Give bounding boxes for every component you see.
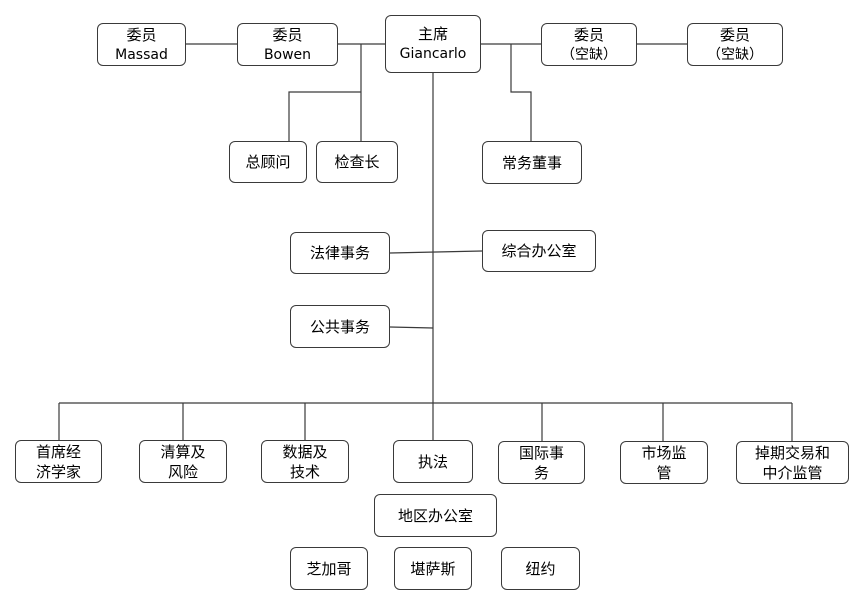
- inspector-general-label: 检查长: [334, 153, 380, 171]
- general-office-label: 综合办公室: [501, 242, 577, 260]
- commissioner-massad-name: Massad: [115, 46, 168, 63]
- division-label-line2: 管: [656, 463, 672, 482]
- division-box: 清算及 风险: [139, 440, 227, 483]
- regional-office-kansas-label: 堪萨斯: [410, 559, 456, 578]
- division-label-line2: 中介监管: [762, 463, 823, 482]
- division-label-line1: 数据及: [282, 442, 328, 461]
- public-affairs-box: 公共事务: [290, 305, 390, 348]
- commissioner-vacant-2-name: （空缺）: [707, 46, 763, 63]
- regional-office-box: 地区办公室: [374, 494, 497, 537]
- division-box: 市场监 管: [620, 441, 708, 484]
- regional-office-chicago-box: 芝加哥: [290, 547, 368, 590]
- chairman-name: Giancarlo: [399, 46, 467, 62]
- division-box: 执法: [393, 440, 473, 483]
- public-affairs-label: 公共事务: [309, 317, 370, 336]
- regional-office-newyork-label: 纽约: [525, 559, 556, 578]
- commissioner-vacant-2-title: 委员: [719, 25, 750, 44]
- regional-office-kansas-box: 堪萨斯: [394, 547, 472, 590]
- commissioner-bowen-box: 委员 Bowen: [237, 23, 338, 66]
- executive-director-label: 常务董事: [501, 153, 562, 172]
- division-label-line1: 市场监: [641, 443, 687, 462]
- commissioner-bowen-title: 委员: [272, 25, 303, 44]
- division-box: 国际事 务: [498, 441, 585, 484]
- commissioner-massad-box: 委员 Massad: [97, 23, 186, 66]
- executive-director-box: 常务董事: [482, 141, 582, 184]
- legislative-affairs-box: 法律事务: [290, 232, 390, 274]
- chairman-box: 主席 Giancarlo: [385, 15, 481, 73]
- legislative-affairs-label: 法律事务: [309, 244, 370, 262]
- regional-office-label: 地区办公室: [397, 506, 473, 525]
- division-box: 掉期交易和 中介监管: [736, 441, 849, 484]
- general-office-box: 综合办公室: [482, 230, 596, 272]
- inspector-general-box: 检查长: [316, 141, 398, 183]
- commissioner-vacant-1-title: 委员: [573, 25, 604, 44]
- division-label-line1: 执法: [417, 452, 448, 471]
- commissioner-bowen-name: Bowen: [263, 46, 312, 63]
- division-label-line2: 济学家: [35, 462, 81, 481]
- commissioner-massad-title: 委员: [126, 25, 157, 44]
- division-box: 数据及 技术: [261, 440, 349, 483]
- commissioner-vacant-2-box: 委员 （空缺）: [687, 23, 783, 66]
- commissioner-vacant-1-box: 委员 （空缺）: [541, 23, 637, 66]
- chairman-title: 主席: [417, 25, 448, 43]
- regional-office-chicago-label: 芝加哥: [306, 559, 352, 578]
- general-counsel-box: 总顾问: [229, 141, 307, 183]
- division-label-line1: 国际事: [518, 443, 564, 462]
- division-label-line2: 务: [533, 463, 549, 482]
- division-label-line1: 首席经: [35, 442, 81, 461]
- commissioner-vacant-1-name: （空缺）: [561, 46, 617, 63]
- division-label-line2: 技术: [289, 462, 320, 481]
- division-label-line2: 风险: [167, 462, 198, 481]
- regional-office-newyork-box: 纽约: [501, 547, 580, 590]
- division-label-line1: 掉期交易和: [754, 443, 830, 462]
- division-box: 首席经 济学家: [15, 440, 102, 483]
- general-counsel-label: 总顾问: [245, 153, 291, 171]
- division-label-line1: 清算及: [160, 442, 206, 461]
